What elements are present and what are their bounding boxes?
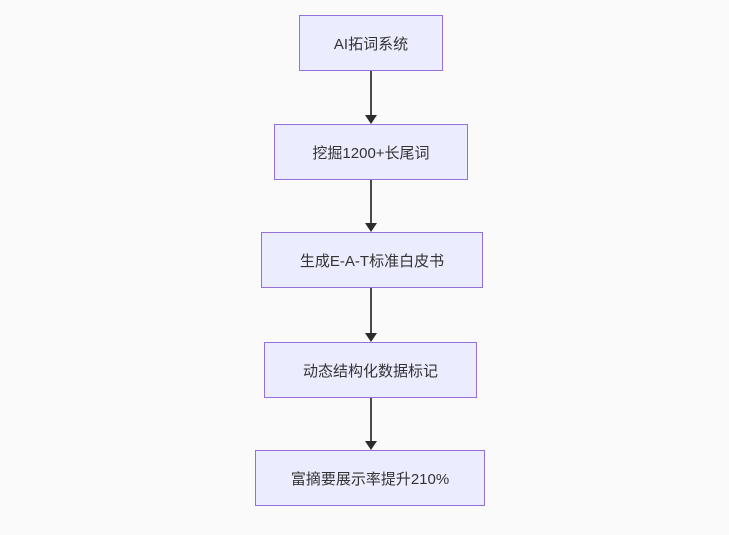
flowchart-node-structured-data: 动态结构化数据标记 [264, 342, 477, 398]
flowchart-node-longtail-mining: 挖掘1200+长尾词 [274, 124, 468, 180]
flowchart-node-eat-whitepaper: 生成E-A-T标准白皮书 [261, 232, 483, 288]
flow-arrow-line [370, 288, 372, 334]
flow-arrow-line [370, 180, 372, 224]
node-label: 挖掘1200+长尾词 [312, 144, 430, 162]
flowchart-node-ai-expansion: AI拓词系统 [299, 15, 443, 71]
flow-arrow-line [370, 398, 372, 442]
node-label: 生成E-A-T标准白皮书 [299, 252, 445, 270]
node-label: 动态结构化数据标记 [302, 362, 438, 380]
node-label: AI拓词系统 [333, 35, 409, 53]
arrow-down-icon [365, 223, 377, 232]
arrow-down-icon [365, 441, 377, 450]
arrow-down-icon [365, 115, 377, 124]
flow-arrow-line [370, 71, 372, 116]
flowchart-node-rich-snippet-result: 富摘要展示率提升210% [255, 450, 485, 506]
node-label: 富摘要展示率提升210% [290, 470, 450, 488]
arrow-down-icon [365, 333, 377, 342]
